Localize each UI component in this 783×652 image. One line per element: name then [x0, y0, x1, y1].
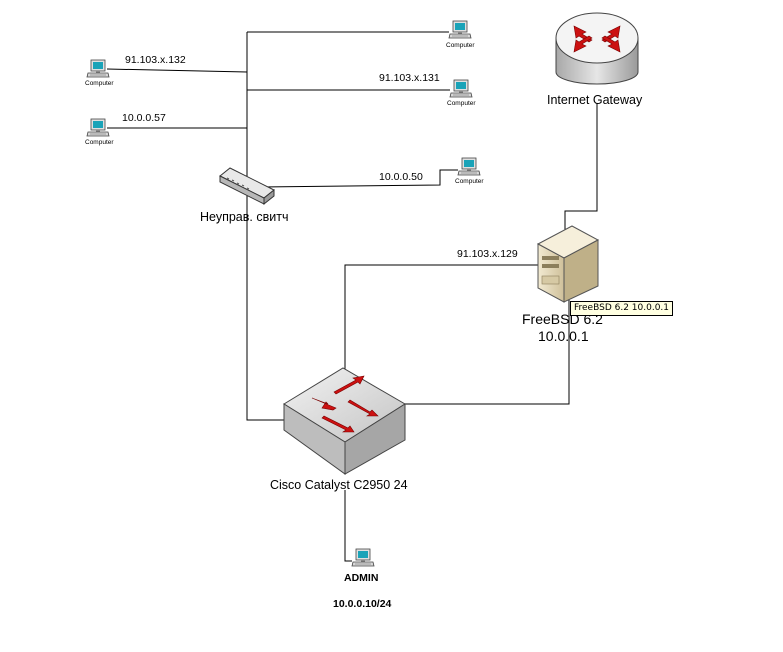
computer-icon[interactable]: [449, 79, 473, 98]
ip-label-pc-left-1: 91.103.x.132: [125, 54, 186, 66]
unmanaged-switch-label: Неуправ. свитч: [200, 210, 289, 224]
computer-label: Computer: [85, 139, 114, 146]
server-wan-ip-label: 91.103.x.129: [457, 248, 518, 260]
ip-label-pc-right-3: 10.0.0.50: [379, 171, 423, 183]
link-gateway-server: [564, 103, 598, 242]
link-server-cisco: [405, 300, 570, 405]
cisco-switch-icon[interactable]: [283, 367, 406, 475]
internet-gateway-label: Internet Gateway: [547, 93, 643, 107]
computer-label: Computer: [446, 42, 475, 49]
server-tooltip: FreeBSD 6.2 10.0.0.1: [570, 301, 674, 316]
link-pc-left-1: [106, 68, 248, 73]
link-pc-right-3: [260, 169, 458, 188]
ip-label-pc-right-2: 91.103.x.131: [379, 72, 440, 84]
computer-icon[interactable]: [448, 20, 472, 39]
computer-icon[interactable]: [86, 59, 110, 78]
link-hub-bus: [246, 32, 300, 421]
admin-computer-icon[interactable]: [351, 548, 375, 567]
computer-label: Computer: [85, 80, 114, 87]
admin-label: ADMIN: [344, 572, 379, 584]
unmanaged-switch-icon[interactable]: [219, 167, 275, 206]
computer-icon[interactable]: [457, 157, 481, 176]
freebsd-server-icon[interactable]: [536, 225, 600, 303]
admin-ip-label: 10.0.0.10/24: [333, 598, 392, 610]
computer-label: Computer: [447, 100, 476, 107]
computer-icon[interactable]: [86, 118, 110, 137]
connection-lines: [106, 31, 598, 562]
link-server-wan: [344, 264, 542, 375]
internet-gateway-router-icon[interactable]: [555, 12, 639, 85]
computer-label: Computer: [455, 178, 484, 185]
link-cisco-admin: [344, 490, 352, 562]
server-lan-ip-label: 10.0.0.1: [538, 328, 589, 344]
ip-label-pc-left-2: 10.0.0.57: [122, 112, 166, 124]
cisco-switch-label: Cisco Catalyst C2950 24: [270, 478, 408, 492]
